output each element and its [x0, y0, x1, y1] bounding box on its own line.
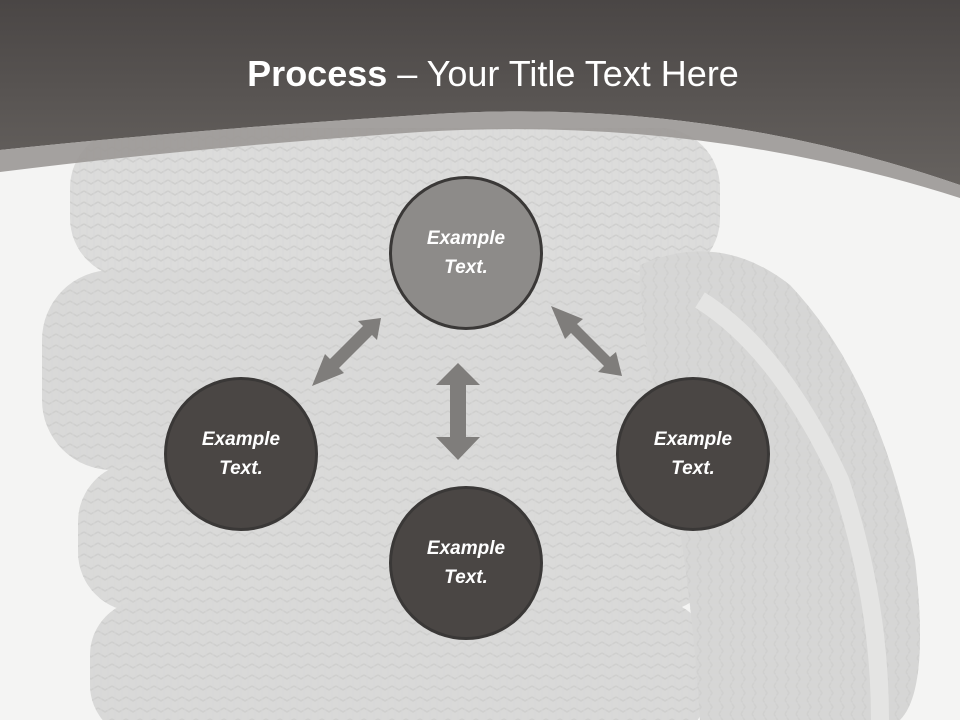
node-bottom-label: Example Text. — [426, 538, 506, 588]
slide-title: Process – Your Title Text Here — [0, 52, 960, 96]
node-top-label: Example Text. — [426, 228, 506, 278]
node-bottom: Example Text. — [389, 486, 543, 640]
node-left-label: Example Text. — [201, 429, 281, 479]
title-rest-part: – Your Title Text Here — [387, 53, 739, 94]
node-left: Example Text. — [164, 377, 318, 531]
node-right-label: Example Text. — [653, 429, 733, 479]
title-bold-part: Process — [247, 53, 388, 94]
node-right: Example Text. — [616, 377, 770, 531]
node-top: Example Text. — [389, 176, 543, 330]
